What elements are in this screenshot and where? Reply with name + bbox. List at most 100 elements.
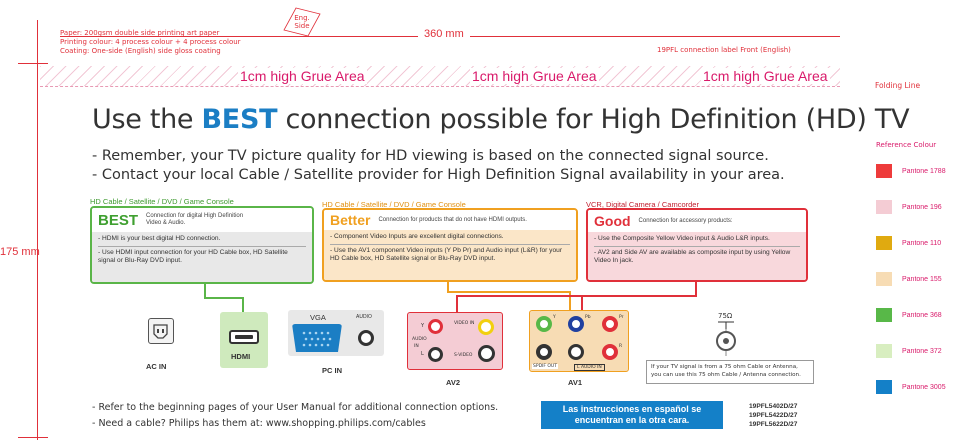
- footer-line-2: - Need a cable? Philips has them at: www…: [92, 418, 426, 429]
- hdmi-port-slot-icon: [235, 335, 253, 339]
- av1-spdif-jack-icon: [536, 344, 552, 360]
- better-box-header: Better Connection for products that do n…: [324, 210, 576, 230]
- label-name-note: 19PFL connection label Front (English): [657, 46, 791, 54]
- swatch-label: Pantone 110: [902, 239, 942, 247]
- av1-audio-in-label: L AUDIO IN: [574, 364, 605, 371]
- best-category: HD Cable / Satellite / DVD / Game Consol…: [90, 197, 234, 206]
- swatch-label: Pantone 372: [902, 347, 942, 355]
- ohm-label: 75Ω: [718, 312, 733, 320]
- hdmi-label: HDMI: [231, 352, 251, 361]
- antenna-note: If your TV signal is from a 75 ohm Cable…: [646, 360, 814, 384]
- power-socket-icon: [153, 324, 168, 339]
- antenna-note-text: If your TV signal is from a 75 ohm Cable…: [651, 364, 801, 378]
- left-dimension-tick-top: [18, 63, 48, 64]
- colour-swatch: [876, 272, 892, 286]
- av1-r-label: R: [619, 344, 623, 349]
- av1-l-jack-icon: [568, 344, 584, 360]
- best-box-item: - Use HDMI input connection for your HD …: [98, 248, 288, 265]
- hdmi-panel: HDMI: [220, 312, 268, 368]
- vga-port: [292, 324, 342, 352]
- good-connector-line: [456, 282, 697, 312]
- better-category: HD Cable / Satellite / DVD / Game Consol…: [322, 200, 466, 209]
- grue-area-label: 1cm high Grue Area: [238, 68, 367, 84]
- fold-dash-line: [40, 86, 840, 87]
- model-number: 19PFL5622D/27: [749, 421, 798, 428]
- av1-y-jack-icon: [536, 316, 552, 332]
- av1-pr-jack-icon: [602, 316, 618, 332]
- colour-swatch: [876, 236, 892, 250]
- footer-line-1: - Refer to the beginning pages of your U…: [92, 402, 499, 413]
- best-box-body: - HDMI is your best digital HD connectio…: [92, 232, 312, 282]
- good-box-item: - AV2 and Side AV are available as compo…: [594, 248, 791, 265]
- av2-video-jack-icon: [478, 319, 494, 335]
- audio-jack-icon: [358, 330, 374, 346]
- coating-note: Coating: One-side (English) side gloss c…: [60, 47, 221, 55]
- av1-spdif-label: SPDIF OUT: [532, 364, 558, 369]
- colour-swatch: [876, 308, 892, 322]
- audio-label: AUDIO: [356, 314, 372, 320]
- av2-panel: Y VIDEO IN AUDIO IN L S-VIDEO: [407, 312, 503, 370]
- pc-in-label: PC IN: [322, 366, 343, 375]
- better-box-item: - Component Video Inputs are excellent d…: [330, 233, 504, 240]
- swatch-label: Pantone 155: [902, 275, 942, 283]
- good-category: VCR, Digital Camera / Camcorder: [586, 200, 699, 209]
- grue-area-label: 1cm high Grue Area: [470, 68, 599, 84]
- better-connector-line: [447, 282, 571, 312]
- better-box-desc: Connection for products that do not have…: [378, 216, 527, 223]
- av2-video-in-label: VIDEO IN: [454, 321, 475, 326]
- av1-pb-label: Pb: [585, 315, 591, 320]
- best-box-name: BEST: [98, 211, 139, 229]
- av2-y-jack-icon: [428, 319, 443, 334]
- av2-label: AV2: [446, 378, 461, 387]
- colour-swatch: [876, 344, 892, 358]
- swatch-label: Pantone 3005: [902, 383, 946, 391]
- av1-label: AV1: [568, 378, 583, 387]
- good-box-header: Good Connection for accessory products:: [588, 210, 806, 232]
- reference-colour-row: Pantone 368: [876, 308, 946, 322]
- spanish-note-text: Las instrucciones en español se encuentr…: [562, 404, 702, 425]
- left-dimension-label: 175 mm: [0, 246, 40, 258]
- bullet-item: - Remember, your TV picture quality for …: [92, 148, 769, 164]
- vga-label: VGA: [310, 313, 326, 322]
- best-box-item: - HDMI is your best digital HD connectio…: [98, 235, 221, 242]
- av2-svideo-label: S-VIDEO: [454, 353, 473, 358]
- ac-in-socket: [148, 318, 174, 344]
- reference-colour-row: Pantone 196: [876, 200, 946, 214]
- left-dimension-line: [37, 20, 38, 440]
- title-post: connection possible for High Definition …: [277, 104, 910, 135]
- model-number: 19PFL5402D/27: [749, 403, 798, 410]
- av2-audio-label: AUDIO: [412, 337, 427, 342]
- best-connector-line: [204, 284, 244, 312]
- reference-colour-row: Pantone 372: [876, 344, 946, 358]
- spanish-note: Las instrucciones en español se encuentr…: [541, 401, 723, 429]
- swatch-label: Pantone 1788: [902, 167, 946, 175]
- eng-side-diamond-icon: [283, 7, 321, 37]
- good-box: Good Connection for accessory products: …: [586, 208, 808, 282]
- vga-panel: VGA AUDIO: [288, 310, 384, 356]
- title-pre: Use the: [92, 104, 202, 135]
- av1-pb-jack-icon: [568, 316, 584, 332]
- av2-y-label: Y: [421, 323, 425, 329]
- eng-side-label: Eng. Side: [294, 14, 310, 30]
- reference-colour-row: Pantone 1788: [876, 164, 946, 178]
- eng-side-tag: Eng. Side: [282, 6, 322, 38]
- model-number: 19PFL5422D/27: [749, 412, 798, 419]
- divider: [330, 243, 570, 245]
- colour-swatch: [876, 164, 892, 178]
- swatch-label: Pantone 196: [902, 203, 942, 211]
- colour-swatch: [876, 200, 892, 214]
- better-box: Better Connection for products that do n…: [322, 208, 578, 282]
- ac-in-label: AC IN: [146, 362, 167, 371]
- divider: [98, 245, 306, 247]
- best-box-desc: Connection for digital High Definition V…: [146, 213, 244, 226]
- good-box-name: Good: [594, 213, 631, 229]
- better-box-body: - Component Video Inputs are excellent d…: [324, 230, 576, 280]
- best-box-header: BEST Connection for digital High Definit…: [92, 208, 312, 232]
- av1-pr-label: Pr: [619, 315, 624, 320]
- av2-l-jack-icon: [428, 347, 443, 362]
- av1-r-jack-icon: [602, 344, 618, 360]
- av2-in-label: IN: [414, 344, 419, 349]
- folding-line-label: Folding Line: [875, 81, 921, 90]
- model-list: 19PFL5402D/27 19PFL5422D/27 19PFL5622D/2…: [749, 402, 797, 429]
